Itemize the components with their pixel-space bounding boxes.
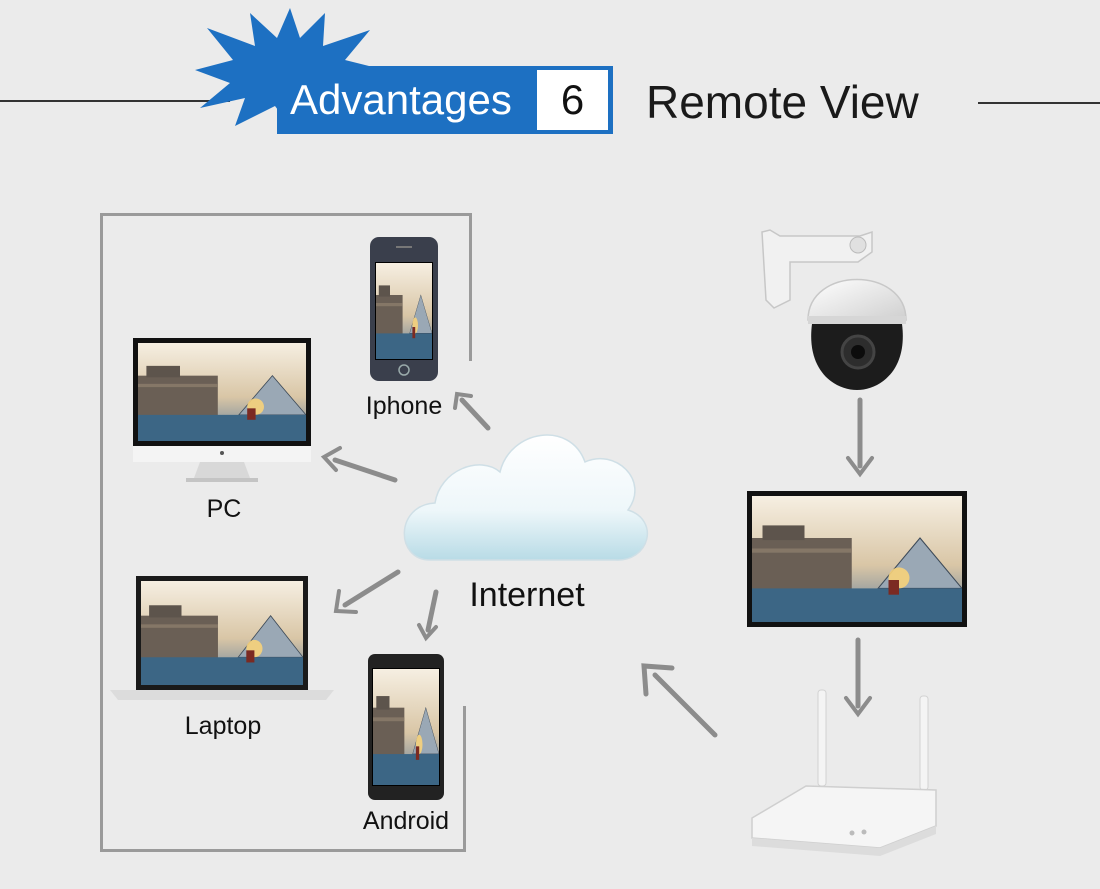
router-icon	[751, 689, 937, 856]
page-title: Remote View	[646, 76, 919, 128]
android-label: Android	[362, 807, 450, 835]
iphone-device	[370, 237, 438, 381]
devices-frame-right-lower	[463, 706, 466, 852]
advantages-number: 6	[535, 68, 610, 132]
devices-frame-bottom	[100, 849, 466, 852]
advantages-label: Advantages	[290, 76, 512, 123]
cloud-icon	[403, 434, 648, 561]
iphone-label: Iphone	[365, 392, 443, 420]
header-rule-left	[0, 100, 230, 102]
pc-label: PC	[206, 495, 242, 523]
laptop-device	[110, 576, 334, 700]
devices-frame-top	[100, 213, 472, 361]
devices-frame-left	[100, 355, 103, 852]
internet-label: Internet	[469, 576, 585, 614]
ptz-camera-icon	[761, 229, 907, 390]
header-rule-right	[978, 102, 1100, 104]
arrows	[320, 391, 874, 738]
laptop-label: Laptop	[184, 712, 262, 740]
pc-device	[133, 338, 311, 482]
nvr-monitor-device	[747, 491, 967, 627]
android-device	[368, 654, 444, 800]
